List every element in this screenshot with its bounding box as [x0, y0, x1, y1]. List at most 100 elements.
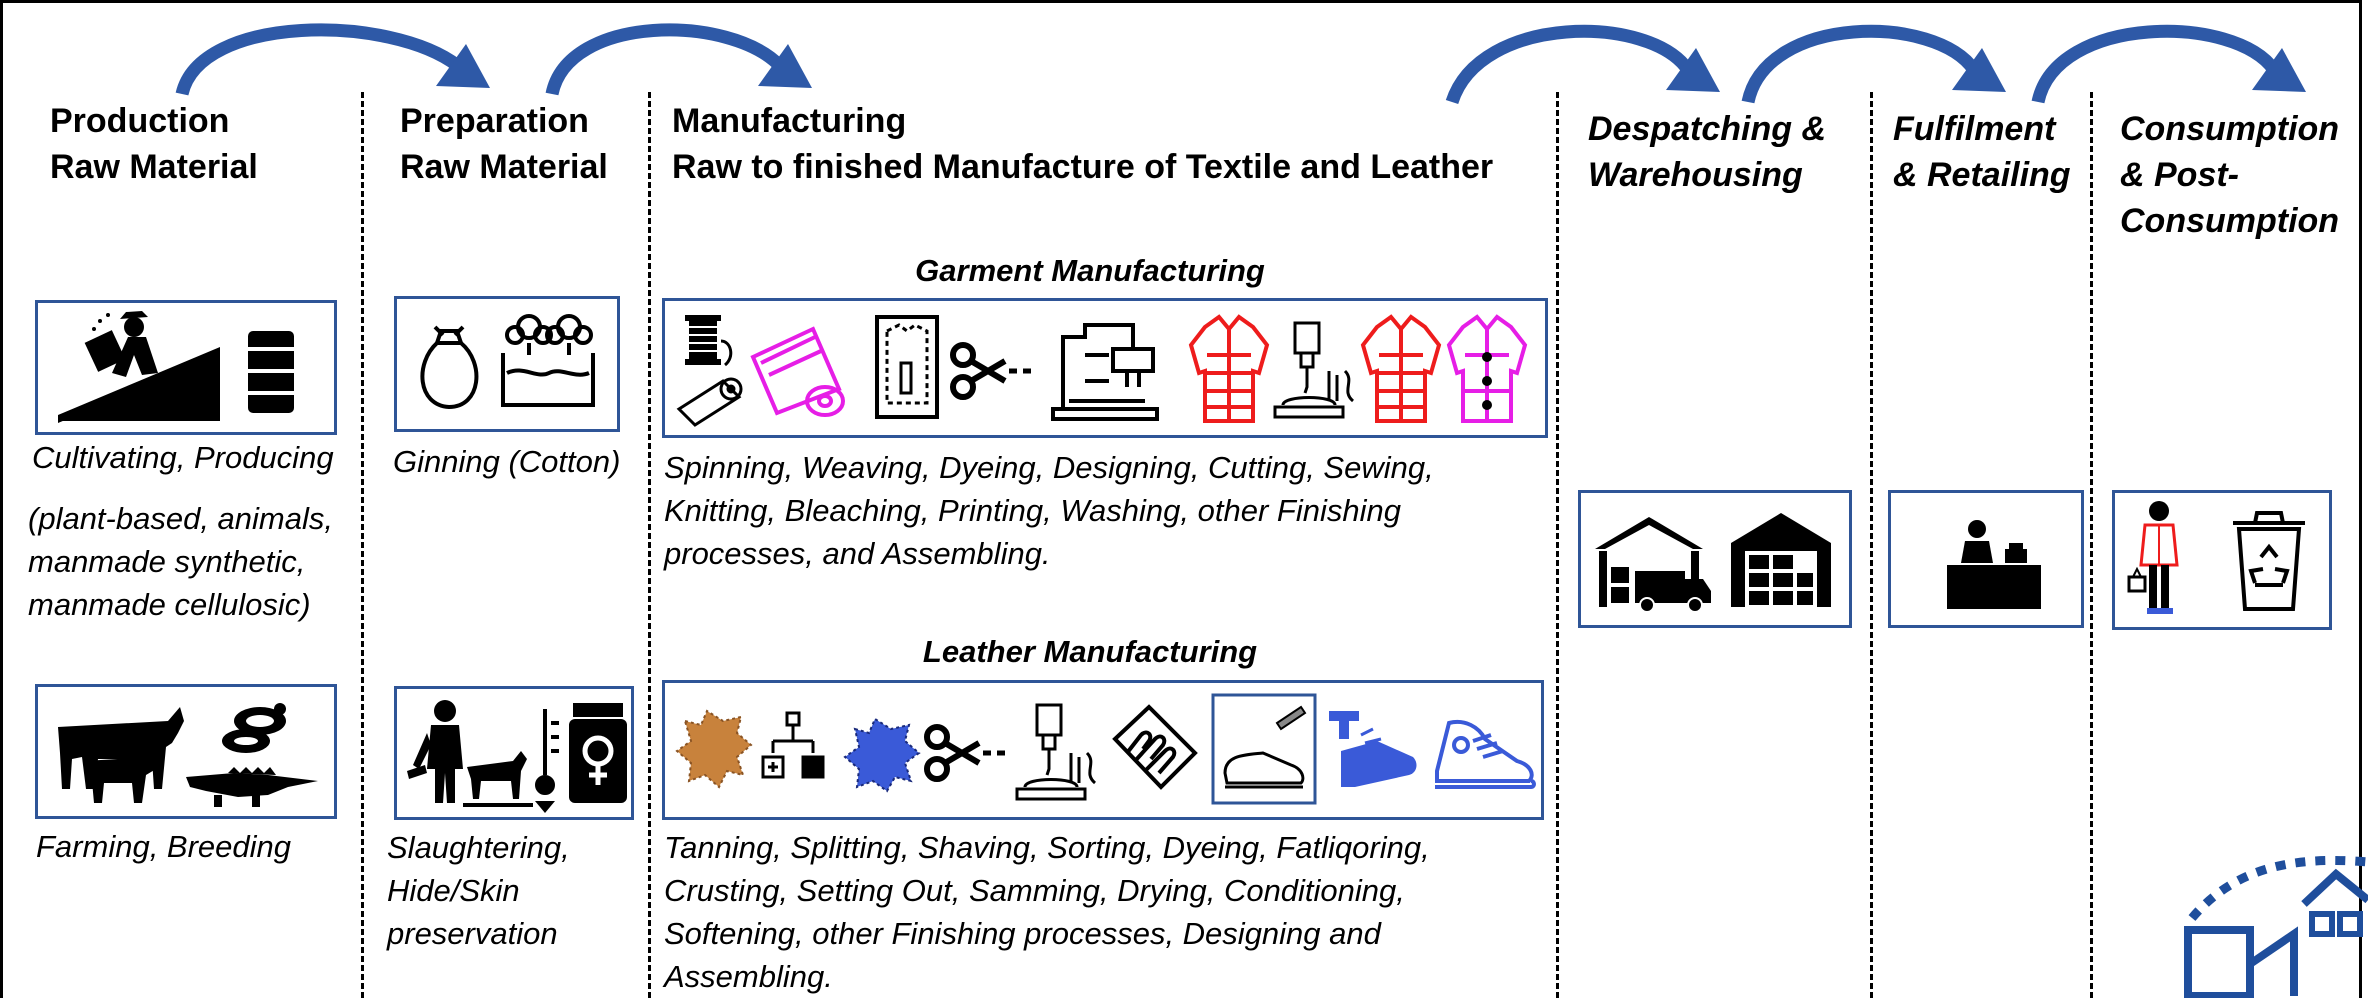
caption-line: Ginning (Cotton): [393, 444, 621, 479]
fabric-roll-icon: [750, 326, 845, 417]
delivery-truck-garage-icon: [1595, 517, 1711, 613]
caption-line: Softening, other Finishing processes, De…: [664, 916, 1381, 951]
caption-line: manmade synthetic,: [28, 544, 306, 579]
scissors-icon: [924, 724, 1005, 782]
curved-arrow-manufacturing-to-despatching: [1445, 24, 1720, 105]
farmer-cultivating-icon: [58, 311, 220, 423]
header-line: & Retailing: [1893, 156, 2071, 194]
oil-barrel-icon: [244, 331, 298, 413]
caption-line: Tanning, Splitting, Shaving, Sorting, Dy…: [664, 830, 1430, 865]
cotton-sack-icon: [420, 325, 479, 410]
header-fulfilment: Fulfilment & Retailing: [1893, 106, 2071, 198]
shoe-design-icon: [1211, 693, 1317, 805]
caption-line: manmade cellulosic): [28, 587, 311, 622]
corner-logo-icon: [2184, 856, 2368, 998]
jacket-icon: [1360, 314, 1442, 423]
fabric-roll-small-icon: [676, 377, 743, 427]
header-line: Raw Material: [50, 148, 258, 186]
header-line: Preparation: [400, 102, 589, 140]
preparation-ginning-icon-box: [394, 296, 620, 432]
caption-line: Crusting, Setting Out, Samming, Drying, …: [664, 873, 1405, 908]
sneaker-icon: [1435, 720, 1536, 789]
header-line: & Post-: [2120, 156, 2239, 194]
garment-manufacturing-title: Garment Manufacturing: [915, 253, 1265, 288]
warehouse-icon: [1731, 513, 1831, 607]
production-farming-icon-box: [35, 684, 337, 819]
column-divider: [1556, 92, 1559, 998]
jacket-icon: [1188, 314, 1270, 423]
header-line: Despatching &: [1588, 110, 1827, 148]
cutting-machine-icon: [1051, 323, 1159, 421]
header-line: Consumption: [2120, 110, 2340, 148]
caption-line: Assembling.: [664, 959, 833, 994]
column-divider: [1870, 92, 1873, 998]
garment-icon-box: [662, 298, 1548, 438]
header-line: Consumption: [2120, 202, 2340, 240]
consumption-icon-box: [2112, 490, 2332, 630]
column-divider: [648, 92, 651, 998]
header-consumption: Consumption & Post- Consumption: [2120, 106, 2339, 244]
header-despatching: Despatching & Warehousing: [1588, 106, 1826, 198]
header-preparation: Preparation Raw Material: [400, 98, 608, 190]
curved-arrow-fulfilment-to-consumption: [2031, 24, 2306, 104]
jacket-buttons-icon: [1446, 314, 1528, 423]
recycle-bin-icon: [2233, 511, 2305, 611]
curved-arrow-production-to-preparation: [175, 23, 490, 96]
leather-manufacturing-title: Leather Manufacturing: [922, 634, 1258, 669]
polishing-hand-icon: [1112, 704, 1198, 790]
caption-line: Slaughtering,: [387, 830, 570, 865]
caption-line: (plant-based, animals,: [28, 501, 333, 536]
header-line: Production: [50, 102, 230, 140]
preservation-jar-icon: [569, 703, 627, 803]
production-bottom-caption: Farming, Breeding: [36, 825, 291, 868]
header-line: Manufacturing: [672, 102, 907, 140]
column-divider: [2090, 92, 2093, 998]
production-top-detail: (plant-based, animals, manmade synthetic…: [28, 497, 333, 626]
caption-line: processes, and Assembling.: [664, 536, 1051, 571]
caption-line: Cultivating, Producing: [32, 440, 334, 475]
caption-line: Farming, Breeding: [36, 829, 292, 864]
curved-arrow-preparation-to-manufacturing: [545, 23, 812, 96]
caption-line: preservation: [387, 916, 558, 951]
header-line: Fulfilment: [1893, 110, 2056, 148]
sorting-icon: [761, 711, 825, 779]
leather-hide-icon: [675, 709, 753, 789]
garment-pattern-icon: [875, 315, 939, 419]
column-divider: [361, 92, 364, 998]
retail-cashier-icon: [1947, 520, 2041, 609]
production-cultivating-icon-box: [35, 300, 337, 435]
thermometer-icon: [535, 709, 559, 813]
scissors-icon: [950, 342, 1031, 400]
despatching-icon-box: [1578, 490, 1852, 628]
cattle-icon: [58, 707, 184, 803]
crocodile-icon: [186, 767, 318, 807]
shopper-icon: [2127, 501, 2179, 614]
production-top-caption: Cultivating, Producing: [32, 436, 334, 479]
preparation-top-caption: Ginning (Cotton): [393, 440, 620, 483]
curved-arrow-despatching-to-fulfilment: [1741, 24, 2006, 104]
butcher-icon: [407, 700, 463, 803]
leather-description: Tanning, Splitting, Shaving, Sorting, Dy…: [664, 826, 1430, 998]
cotton-plant-icon: [501, 314, 595, 407]
caption-line: Hide/Skin: [387, 873, 520, 908]
thread-spool-icon: [676, 315, 743, 427]
snake-icon: [222, 703, 286, 753]
caption-line: Knitting, Bleaching, Printing, Washing, …: [664, 493, 1401, 528]
shoe-fitting-icon: [1329, 711, 1417, 787]
header-production: Production Raw Material: [50, 98, 258, 190]
garment-description: Spinning, Weaving, Dyeing, Designing, Cu…: [664, 446, 1434, 575]
cow-icon: [463, 751, 533, 807]
header-manufacturing: Manufacturing Raw to finished Manufactur…: [672, 98, 1493, 190]
preparation-slaughter-icon-box: [394, 686, 634, 820]
header-line: Raw Material: [400, 148, 608, 186]
leather-icon-box: [662, 680, 1544, 820]
caption-line: Spinning, Weaving, Dyeing, Designing, Cu…: [664, 450, 1434, 485]
header-line: Raw to finished Manufacture of Textile a…: [672, 148, 1494, 186]
sewing-machine-icon: [1015, 703, 1097, 801]
fulfilment-icon-box: [1888, 490, 2084, 628]
header-line: Warehousing: [1588, 156, 1803, 194]
preparation-bottom-caption: Slaughtering, Hide/Skin preservation: [387, 826, 570, 955]
sewing-machine-icon: [1273, 321, 1355, 419]
